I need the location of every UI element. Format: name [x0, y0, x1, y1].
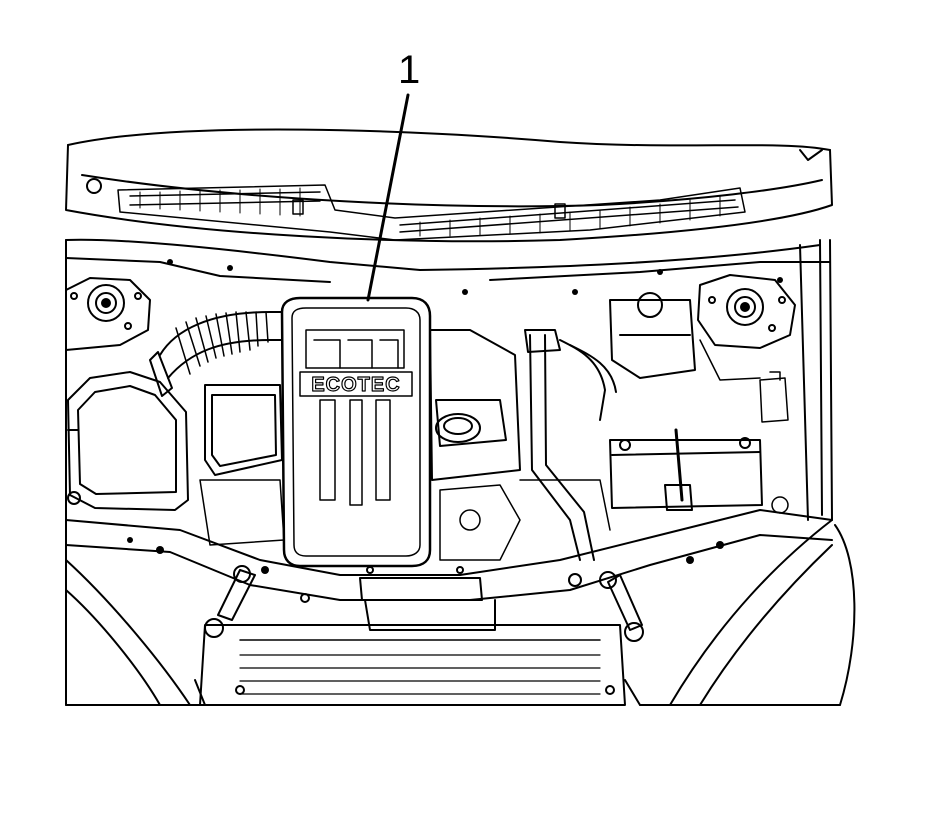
air-cleaner-box	[67, 371, 189, 511]
right-strut-tower	[697, 274, 796, 349]
battery	[609, 428, 763, 511]
hood-outline	[65, 128, 833, 243]
fasteners	[127, 259, 783, 574]
intake-duct	[149, 311, 283, 476]
fender-aprons	[65, 238, 833, 706]
left-strut-tower	[65, 277, 151, 351]
coolant-reservoir	[609, 292, 696, 379]
right-compartment-components	[699, 339, 789, 514]
lower-engine-details	[199, 479, 611, 561]
hood-latch-linkage	[204, 565, 644, 642]
radiator	[194, 624, 641, 706]
front-fenders	[65, 519, 856, 706]
coolant-hose	[524, 329, 617, 561]
callout-number-label: 1	[398, 48, 421, 92]
ecotec-brand-text: ECOTEC	[311, 374, 400, 396]
cowl-grille	[117, 184, 746, 241]
radiator-support	[65, 509, 833, 631]
engine-cover: ECOTEC	[280, 296, 432, 568]
oil-fill-cap	[429, 329, 521, 481]
